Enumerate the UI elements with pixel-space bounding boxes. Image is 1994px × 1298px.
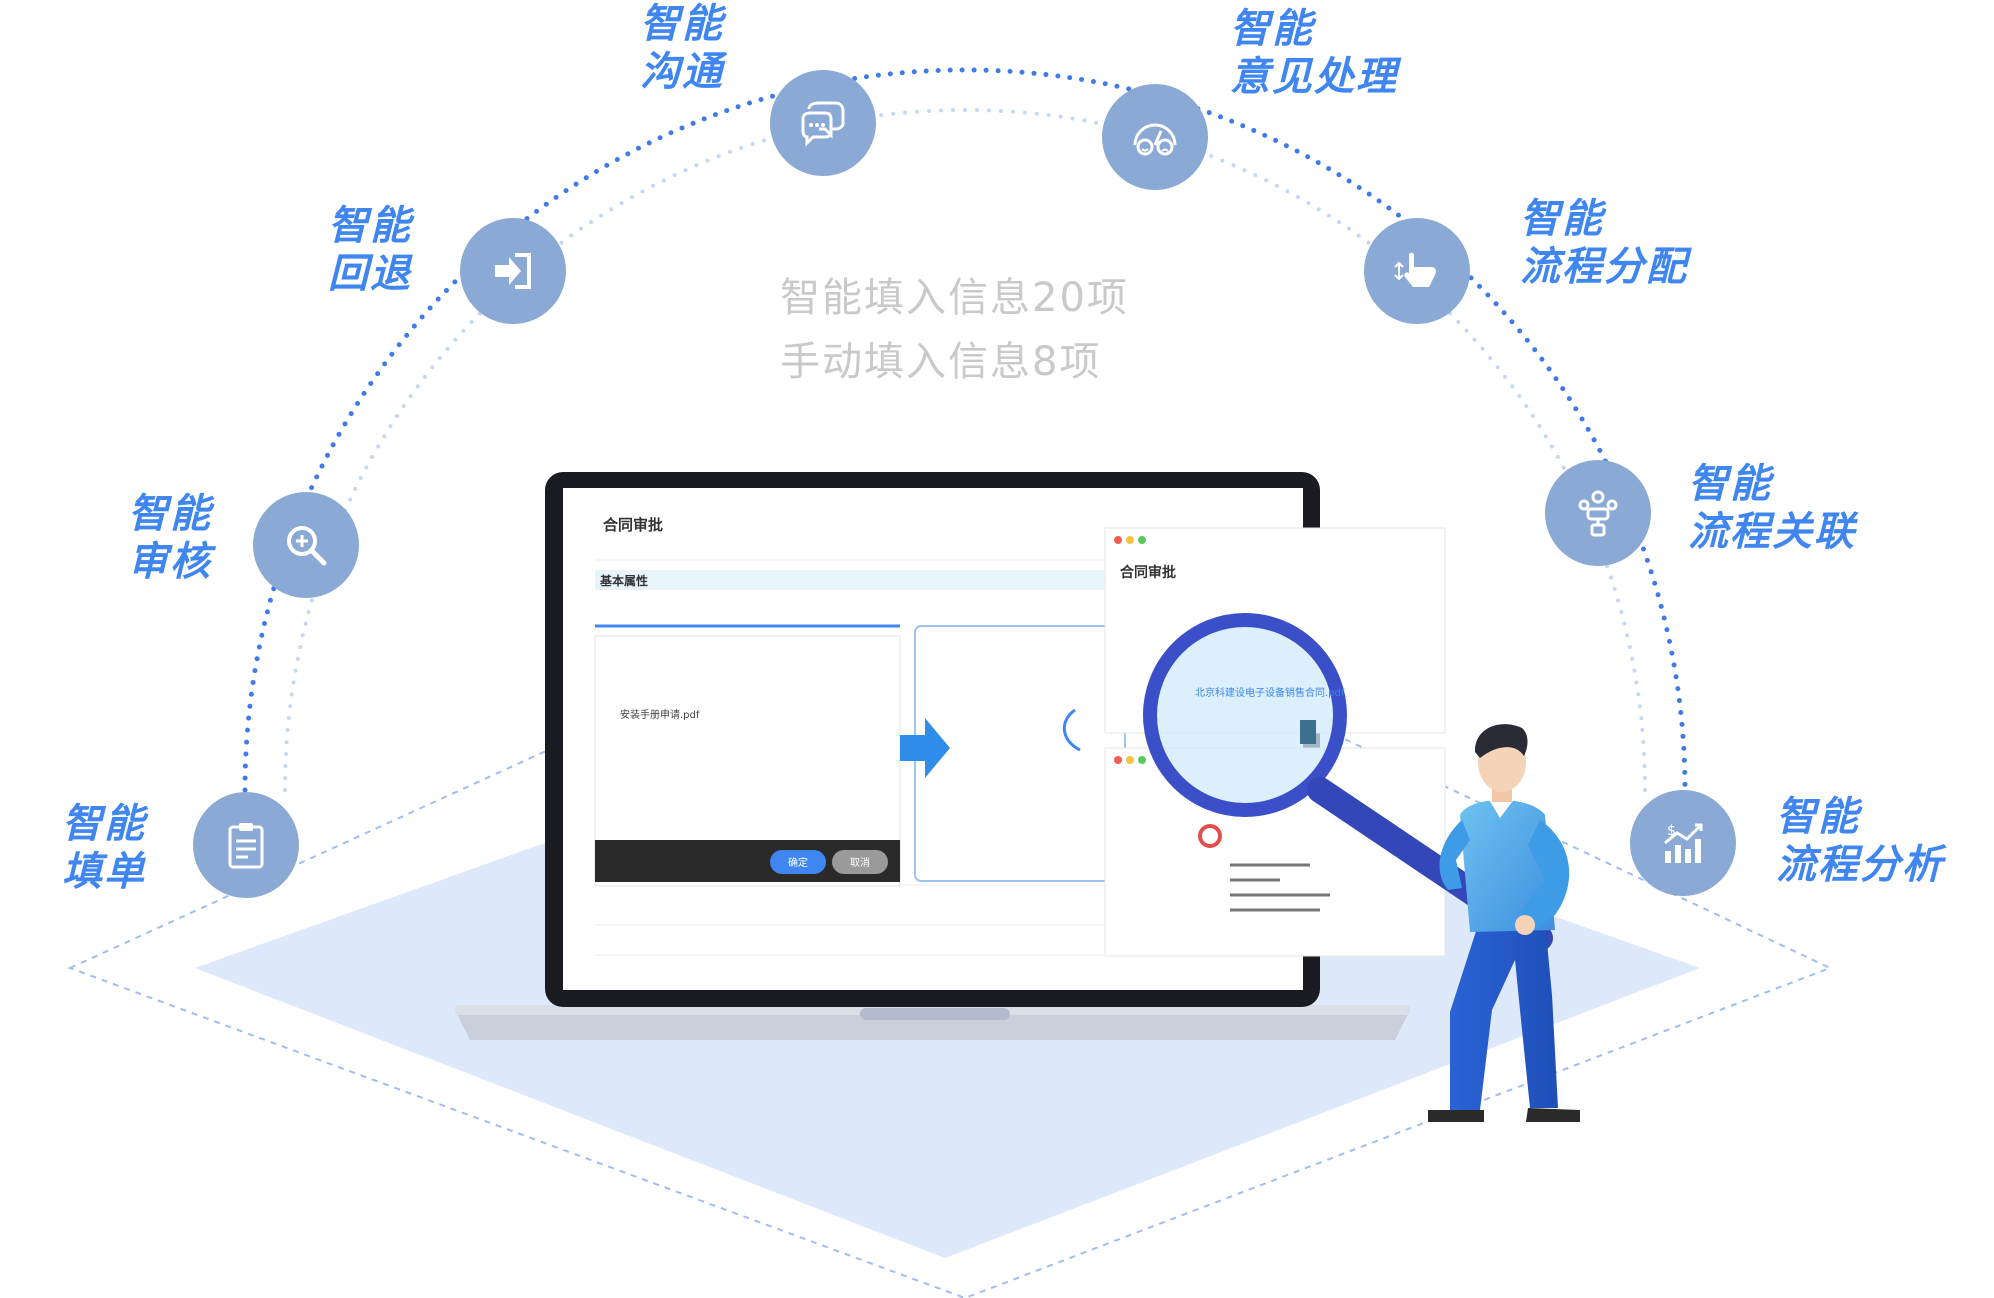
growth-chart-icon: $ — [1664, 823, 1703, 863]
return-arrow-icon — [495, 253, 531, 289]
label-rollback: 智能 回退 — [328, 203, 412, 297]
faces-dial-icon — [1133, 123, 1177, 156]
laptop-base — [455, 1010, 1410, 1040]
feature-opinion[interactable] — [1102, 84, 1208, 190]
outer-dotted-arc — [242, 67, 1688, 793]
side-window-title: 合同审批 — [1120, 565, 1176, 581]
person-figure — [1428, 724, 1580, 1122]
label-assign: 智能 流程分配 — [1520, 196, 1688, 290]
label-communicate: 智能 沟通 — [640, 1, 724, 95]
attachment-link[interactable]: 北京科建设电子设备销售合同.pdf — [1195, 688, 1345, 699]
label-link: 智能 流程关联 — [1688, 461, 1856, 555]
transfer-arrow — [900, 718, 950, 778]
chat-bubbles-icon — [801, 101, 845, 147]
feature-assign[interactable] — [1364, 218, 1470, 324]
label-opinion: 智能 意见处理 — [1230, 6, 1398, 100]
people-network-icon — [1578, 490, 1618, 537]
center-summary: 智能填入信息20项 手动填入信息8项 — [780, 266, 1129, 394]
upload-file-name: 安装手册申请.pdf — [620, 710, 700, 721]
laptop-section-header: 基本属性 — [600, 574, 649, 588]
feature-communicate[interactable] — [770, 70, 876, 176]
magnifier-lens — [1143, 613, 1347, 817]
dialog-confirm-pill — [770, 850, 826, 874]
feature-review[interactable] — [253, 492, 359, 598]
svg-text:$: $ — [1667, 823, 1676, 839]
hand-pointer-icon — [1394, 252, 1436, 287]
label-analyze: 智能 流程分析 — [1776, 794, 1944, 888]
label-fill-form: 智能 填单 — [62, 801, 146, 895]
magnifier-plus-icon — [287, 526, 327, 566]
feature-link[interactable] — [1545, 460, 1651, 566]
clipboard-icon — [228, 823, 264, 869]
dialog-cancel-button[interactable]: 取消 — [850, 858, 870, 869]
inner-dotted-arc — [283, 108, 1647, 792]
summary-auto-fill: 智能填入信息20项 — [780, 275, 1129, 321]
dialog-cancel-pill — [832, 850, 888, 874]
feature-fill-form[interactable] — [193, 792, 299, 898]
label-review: 智能 审核 — [128, 491, 212, 585]
laptop-form-title: 合同审批 — [603, 516, 664, 534]
summary-manual-fill: 手动填入信息8项 — [780, 339, 1102, 385]
platform-outline — [67, 558, 1833, 1298]
feature-analyze[interactable]: $ — [1630, 790, 1736, 896]
feature-rollback[interactable] — [460, 218, 566, 324]
dialog-confirm-button[interactable]: 确定 — [788, 858, 808, 869]
